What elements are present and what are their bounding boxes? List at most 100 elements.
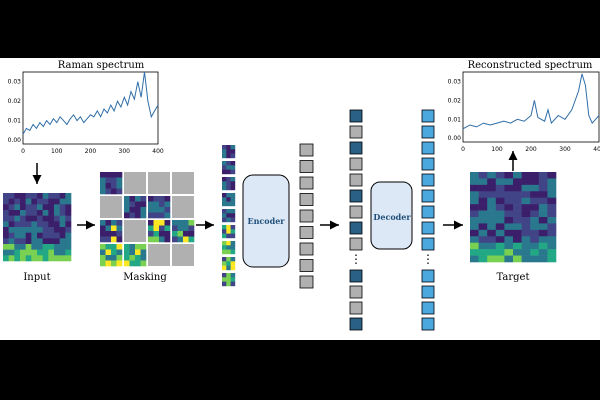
encoded-sequence-token xyxy=(349,141,363,155)
input-cell xyxy=(14,238,21,245)
patch-cell xyxy=(222,273,227,278)
target-cell xyxy=(470,223,479,231)
recon-series-line xyxy=(462,73,600,130)
visible-patch-cell xyxy=(153,225,160,232)
input-cell xyxy=(54,249,60,256)
target-cell xyxy=(538,236,548,244)
patch-cell xyxy=(230,229,236,234)
target-cell xyxy=(538,249,548,256)
visible-patch-cell xyxy=(116,249,123,256)
visible-patch-cell xyxy=(135,196,141,202)
target-cell xyxy=(504,229,514,237)
target-cell xyxy=(521,229,531,237)
input-cell xyxy=(25,204,32,211)
input-cell xyxy=(65,215,72,222)
visible-patch-cell xyxy=(159,207,165,213)
visible-patch-cell xyxy=(188,225,195,232)
patch-cell xyxy=(230,261,236,266)
target-cell xyxy=(495,249,505,256)
patch-cell xyxy=(230,201,236,207)
decoded-token xyxy=(421,285,435,299)
visible-patch-cell xyxy=(135,249,141,256)
target-cell xyxy=(495,178,505,186)
visible-patch-cell xyxy=(116,231,123,237)
input-cell xyxy=(37,221,43,228)
patch-cell xyxy=(226,217,231,223)
patch-cell xyxy=(230,233,236,239)
input-cell xyxy=(14,193,21,199)
target-cell xyxy=(513,210,522,218)
visible-patch-cell xyxy=(188,231,195,237)
target-cell xyxy=(504,204,514,211)
input-cell xyxy=(48,255,55,262)
visible-patch-cell xyxy=(105,249,112,256)
target-cell xyxy=(478,191,488,199)
input-cell xyxy=(8,215,15,222)
decoded-token xyxy=(421,109,435,123)
target-cell xyxy=(513,249,522,256)
target-cell xyxy=(513,172,522,179)
visible-patch-cell xyxy=(105,225,112,232)
input-cell xyxy=(8,238,15,245)
patch-cell xyxy=(222,185,227,191)
visible-patch-cell xyxy=(135,260,141,267)
target-cell xyxy=(547,184,557,192)
raman-y-tick: 0.02 xyxy=(8,98,22,105)
patch-cell xyxy=(226,261,231,266)
target-cell xyxy=(504,197,514,205)
patch-cell xyxy=(226,241,231,246)
input-cell xyxy=(54,232,60,239)
patch-cell xyxy=(226,181,231,186)
input-cell xyxy=(14,198,21,205)
input-cell xyxy=(48,204,55,211)
input-cell xyxy=(48,238,55,245)
visible-patch-cell xyxy=(116,244,123,250)
target-cell xyxy=(487,172,497,179)
input-cell xyxy=(31,210,38,216)
visible-patch-cell xyxy=(124,249,130,256)
visible-patch-cell xyxy=(124,196,130,202)
input-cell xyxy=(59,238,66,245)
patch-cell xyxy=(230,277,236,282)
input-cell xyxy=(8,249,15,256)
target-cell xyxy=(495,204,505,211)
input-cell xyxy=(37,193,43,199)
input-cell xyxy=(3,210,9,216)
target-cell xyxy=(547,255,557,263)
target-cell xyxy=(538,184,548,192)
visible-patch-cell xyxy=(124,212,130,219)
patch-cell xyxy=(222,149,227,154)
input-cell xyxy=(8,210,15,216)
visible-patch-cell xyxy=(159,220,165,226)
visible-patch-cell xyxy=(159,201,165,208)
patch-cell xyxy=(226,245,231,250)
input-cell xyxy=(3,255,9,262)
target-cell xyxy=(487,255,497,263)
target-heatmap xyxy=(470,172,557,263)
target-cell xyxy=(470,191,479,199)
target-cell xyxy=(521,217,531,224)
target-cell xyxy=(538,242,548,250)
reconstructed-spectrum-plot: Reconstructed spectrum 01002003004000.00… xyxy=(448,60,600,153)
target-cell xyxy=(521,204,531,211)
visible-patch-cell xyxy=(100,183,106,189)
patch-cell xyxy=(222,193,227,198)
patch-cell xyxy=(222,153,227,159)
patch-cell xyxy=(222,245,227,250)
visible-patch-cell xyxy=(164,225,171,232)
visible-patch-cell xyxy=(129,201,136,208)
target-cell xyxy=(538,197,548,205)
visible-patch-cell xyxy=(177,236,184,243)
patch-cell xyxy=(222,217,227,223)
patch-cell xyxy=(226,233,231,239)
patch-cell xyxy=(226,185,231,191)
visible-patch-cell xyxy=(111,172,117,178)
patch-cell xyxy=(230,213,236,218)
visible-patch-cell xyxy=(140,260,147,267)
input-cell xyxy=(65,249,72,256)
patch-cell xyxy=(226,229,231,234)
visible-patch-cell xyxy=(164,207,171,213)
input-cell xyxy=(20,255,26,262)
patch-cell xyxy=(226,165,231,170)
input-cell xyxy=(54,210,60,216)
